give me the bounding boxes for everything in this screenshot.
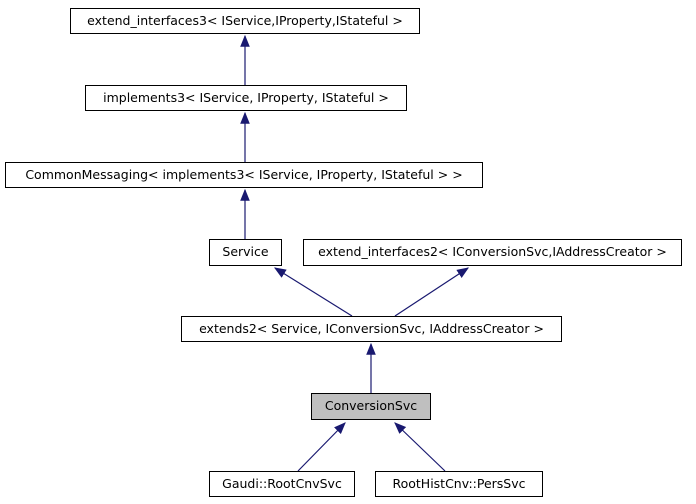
node-label: Gaudi::RootCnvSvc bbox=[222, 475, 342, 491]
node-extends2[interactable]: extends2< Service, IConversionSvc, IAddr… bbox=[181, 316, 562, 342]
node-implements3[interactable]: implements3< IService, IProperty, IState… bbox=[85, 85, 407, 111]
node-label: ConversionSvc bbox=[324, 398, 418, 414]
inheritance-arrow bbox=[297, 422, 346, 472]
inheritance-arrow bbox=[273, 267, 353, 317]
node-label: extend_interfaces3< IService,IProperty,I… bbox=[87, 12, 403, 28]
node-label: Service bbox=[222, 244, 269, 260]
node-gaudi-rootcnvsvc[interactable]: Gaudi::RootCnvSvc bbox=[209, 471, 355, 497]
node-label: extends2< Service, IConversionSvc, IAddr… bbox=[199, 320, 544, 336]
inheritance-arrow bbox=[394, 422, 446, 472]
node-label: RootHistCnv::PersSvc bbox=[392, 475, 526, 491]
inheritance-arrow bbox=[394, 267, 470, 317]
node-service[interactable]: Service bbox=[209, 239, 282, 266]
node-extend-interfaces3[interactable]: extend_interfaces3< IService,IProperty,I… bbox=[70, 8, 420, 34]
node-label: CommonMessaging< implements3< IService, … bbox=[25, 166, 463, 182]
node-conversion-svc: ConversionSvc bbox=[311, 393, 431, 420]
node-common-messaging[interactable]: CommonMessaging< implements3< IService, … bbox=[5, 162, 483, 188]
node-extend-interfaces2[interactable]: extend_interfaces2< IConversionSvc,IAddr… bbox=[303, 239, 682, 266]
node-roothistcnv-perssvc[interactable]: RootHistCnv::PersSvc bbox=[375, 471, 543, 497]
node-label: extend_interfaces2< IConversionSvc,IAddr… bbox=[318, 244, 667, 260]
node-label: implements3< IService, IProperty, IState… bbox=[103, 89, 389, 105]
